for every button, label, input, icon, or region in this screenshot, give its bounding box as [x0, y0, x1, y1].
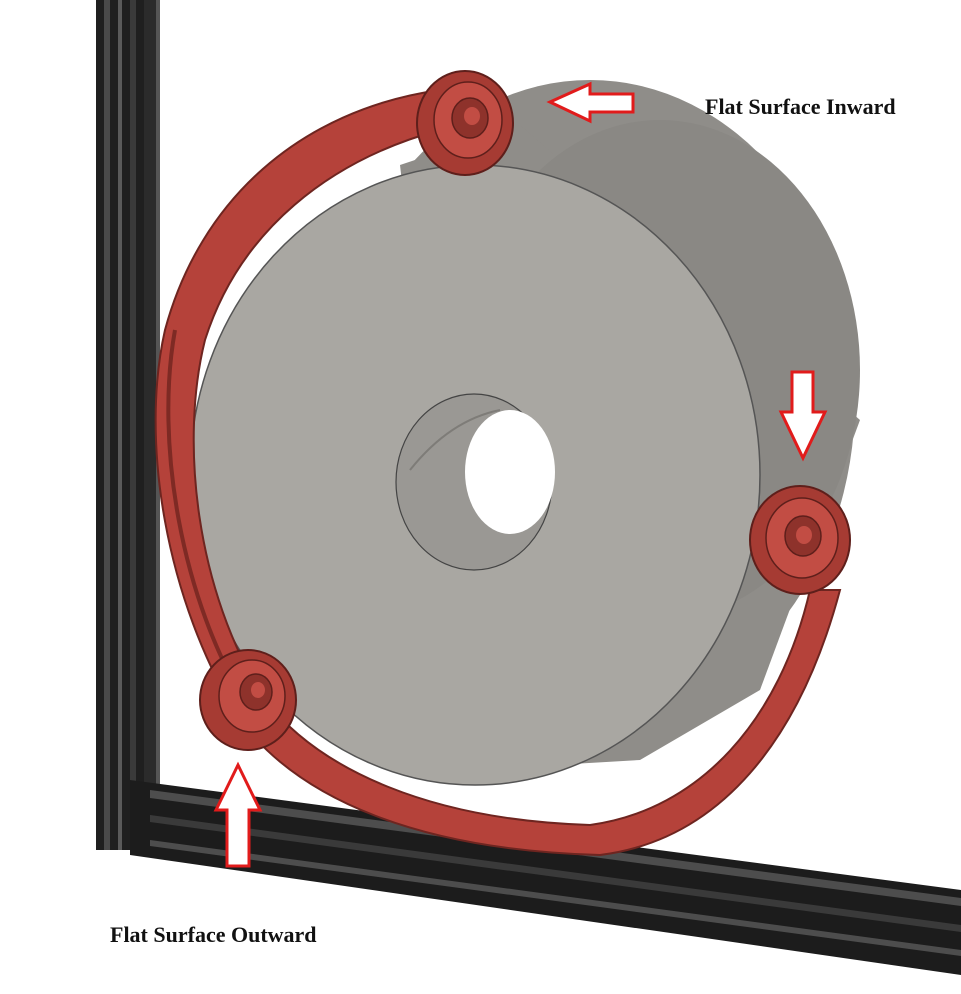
bearing-top [416, 70, 514, 176]
flat-surface-inward-label: Flat Surface Inward [705, 94, 896, 119]
arrow-left-icon [546, 81, 635, 124]
bearing-right [749, 485, 851, 595]
arrow-down-icon [778, 370, 828, 462]
vertical-extrusion [96, 0, 160, 850]
spool-body [189, 80, 860, 786]
flat-surface-outward-label: Flat Surface Outward [110, 922, 317, 947]
arrow-up-icon [213, 761, 263, 868]
bearing-bottom [199, 649, 297, 751]
